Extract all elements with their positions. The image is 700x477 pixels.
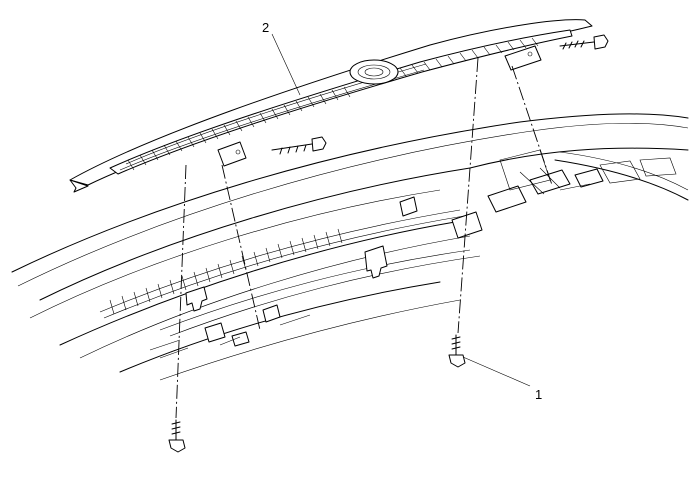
bolt-grille-center [271, 136, 327, 155]
callout-label-grille: 2 [262, 20, 269, 35]
bolt-bottom-left [168, 419, 186, 453]
bolt-bottom-right [448, 334, 466, 368]
bolt-top-right [559, 34, 609, 50]
assembly-centerlines [175, 57, 553, 419]
callout-2: 2 [262, 20, 301, 96]
front-fascia [11, 113, 689, 381]
callout-label-fastener: 1 [535, 387, 542, 402]
upper-grille [69, 19, 593, 193]
callout-1: 1 [462, 356, 542, 402]
